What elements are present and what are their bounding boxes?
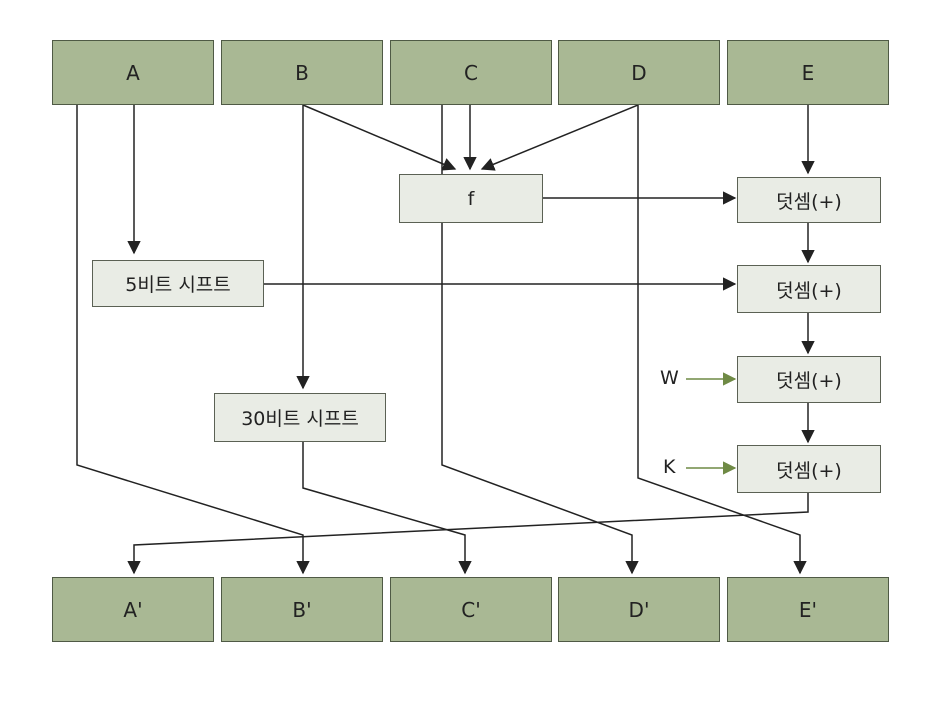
register-b: B [221,40,383,105]
c-to-dprime-arrow [441,105,639,575]
register-a: A [52,40,214,105]
shift5-box: 5비트 시프트 [92,260,264,307]
add-box-3: 덧셈(+) [737,356,881,403]
add-box-1: 덧셈(+) [737,177,881,223]
shift30-box: 30비트 시프트 [214,393,386,442]
register-e-prime: E' [727,577,889,642]
register-d: D [558,40,720,105]
add4-to-aprime-arrow [127,493,809,575]
shift30-to-cprime-arrow [302,442,472,575]
f-function-box: f [399,174,543,223]
d-to-eprime-arrow [637,105,807,575]
a-to-bprime-arrow [76,105,310,575]
register-c-prime: C' [390,577,552,642]
register-c: C [390,40,552,105]
register-b-prime: B' [221,577,383,642]
add-box-2: 덧셈(+) [737,265,881,313]
register-a-prime: A' [52,577,214,642]
k-input-label: K [663,456,676,478]
w-input-label: W [660,367,679,389]
d-to-f-arrow [480,104,639,171]
register-e: E [727,40,889,105]
b-to-f-arrow [302,104,457,171]
add-box-4: 덧셈(+) [737,445,881,493]
register-d-prime: D' [558,577,720,642]
